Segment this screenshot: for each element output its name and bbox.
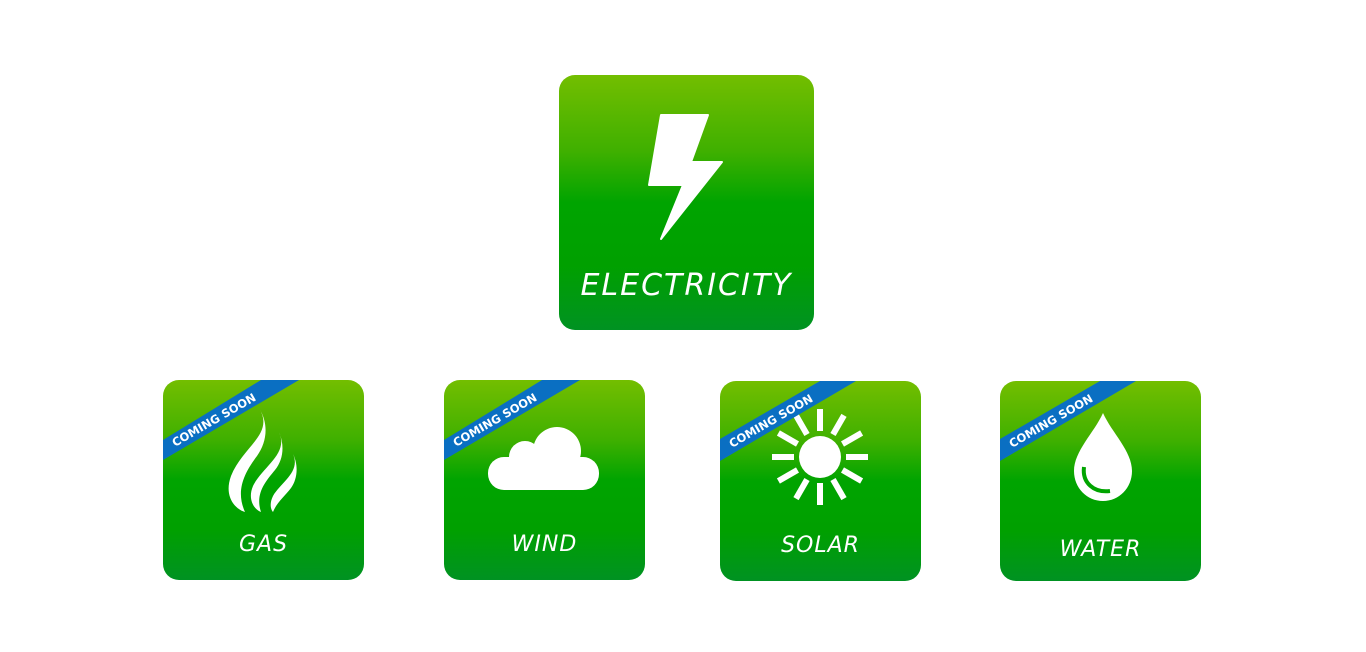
water-tile[interactable]: COMING SOON WATER	[1000, 381, 1201, 581]
coming-soon-ribbon: COMING SOON	[720, 381, 856, 461]
gas-label: GAS	[238, 532, 289, 557]
coming-soon-ribbon: COMING SOON	[444, 380, 580, 460]
wind-label: WIND	[511, 532, 578, 557]
coming-soon-ribbon: COMING SOON	[163, 380, 299, 460]
sun-icon	[772, 409, 868, 505]
svg-text:COMING SOON: COMING SOON	[1007, 391, 1096, 450]
cloud-icon	[488, 427, 599, 490]
solar-tile[interactable]: COMING SOON SOLAR	[720, 381, 921, 581]
electricity-label: ELECTRICITY	[580, 268, 793, 303]
svg-text:COMING SOON: COMING SOON	[727, 391, 816, 450]
wind-tile[interactable]: COMING SOON WIND	[444, 380, 645, 580]
solar-label: SOLAR	[781, 533, 860, 558]
gas-tile[interactable]: COMING SOON GAS	[163, 380, 364, 580]
svg-text:COMING SOON: COMING SOON	[451, 390, 540, 449]
lightning-bolt-icon	[648, 114, 723, 240]
water-drop-icon	[1074, 413, 1132, 501]
water-label: WATER	[1059, 537, 1142, 562]
flame-icon	[228, 408, 297, 512]
svg-text:COMING SOON: COMING SOON	[170, 390, 259, 449]
electricity-tile[interactable]: ELECTRICITY	[559, 75, 814, 330]
coming-soon-ribbon: COMING SOON	[1000, 381, 1136, 461]
